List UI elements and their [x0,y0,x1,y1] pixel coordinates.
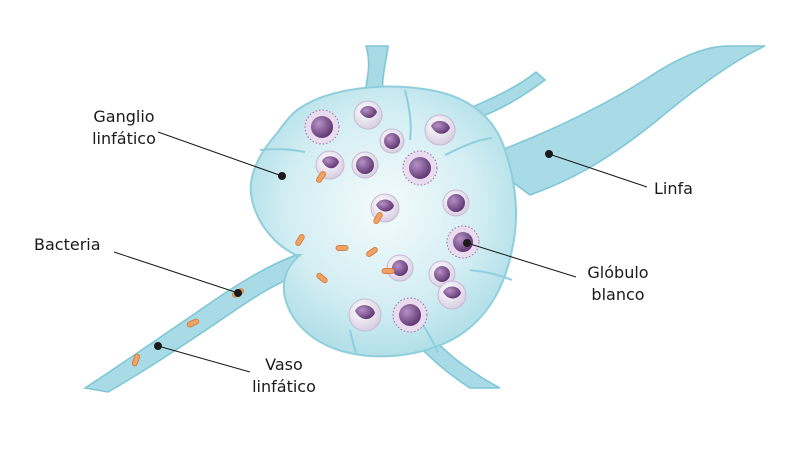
label-vaso-line2: linfático [252,377,316,396]
leader-globulo [466,242,577,278]
white-blood-cell-icon [348,298,382,332]
bacterium-icon [315,171,327,183]
white-blood-cell-icon [437,280,467,310]
white-blood-cell-icon [304,109,340,145]
bacterium-icon [316,272,328,284]
leader-dot-linfa [545,150,553,158]
leader-dot-globulo [463,239,471,247]
label-ganglio-line2: linfático [92,129,156,148]
bacterium-icon [335,245,349,251]
white-blood-cell-icon [402,150,438,186]
bacterium-icon [381,268,395,274]
label-ganglio-linfatico: Ganglio linfático [82,106,166,150]
white-blood-cell-icon [386,254,414,282]
white-blood-cell-icon [353,100,383,130]
leader-dot-bacteria [234,289,242,297]
white-blood-cell-icon [351,151,379,179]
white-blood-cell-icon [446,225,480,259]
bacterium-icon [295,233,305,247]
leader-dot-vaso [154,342,162,350]
label-globulo-line1: Glóbulo [587,263,649,282]
label-linfa: Linfa [654,179,693,198]
leader-linfa [548,153,648,188]
label-ganglio-line1: Ganglio [93,107,155,126]
bacterium-icon [373,211,383,225]
leader-bacteria [113,251,239,294]
leader-dot-ganglio [278,172,286,180]
white-blood-cell-icon [442,189,470,217]
leader-vaso [157,345,251,373]
bacterium-icon [366,246,378,258]
white-blood-cells [315,100,470,332]
label-bacteria: Bacteria [34,235,101,254]
bacterium-icon [131,353,141,367]
leader-lines [113,131,648,373]
label-vaso-linfatico: Vaso linfático [244,354,324,398]
leader-ganglio [157,131,283,177]
label-globulo-blanco: Glóbulo blanco [578,262,658,306]
bacterium-icon [186,318,200,328]
granulocytes [304,109,480,333]
white-blood-cell-icon [379,128,405,154]
label-globulo-line2: blanco [591,285,645,304]
vessel-bottom [416,333,501,389]
white-blood-cell-icon [424,114,456,146]
white-blood-cell-icon [392,297,428,333]
label-vaso-line1: Vaso [265,355,303,374]
efferent-vessel-upper-right [478,45,766,196]
white-blood-cell-icon [428,260,456,288]
